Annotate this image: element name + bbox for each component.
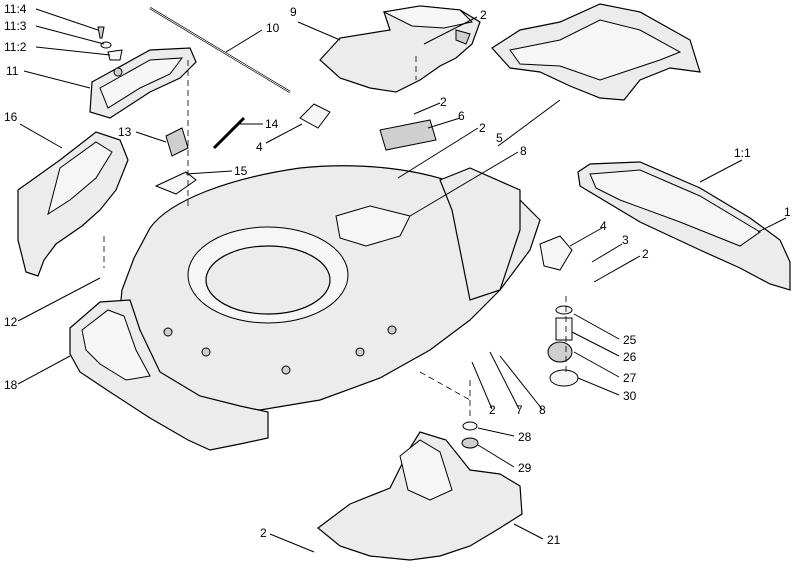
part-28-washer [462, 421, 478, 431]
callout-5: 5 [496, 131, 503, 145]
part-11-2-clip [107, 49, 123, 61]
part-18-bumper [69, 299, 269, 451]
part-15-bracket [154, 171, 197, 195]
part-26-shaft [555, 317, 573, 341]
part-27-gear [547, 341, 573, 363]
part-10-rod [149, 7, 291, 93]
part-14-pin [212, 116, 246, 150]
callout-2-top: 2 [480, 8, 487, 22]
callout-16: 16 [4, 110, 18, 124]
part-11-3-washer [100, 41, 112, 49]
callout-8-upper: 8 [520, 144, 527, 158]
callout-26: 26 [623, 350, 637, 364]
assembly-lines [103, 56, 567, 420]
callout-14: 14 [265, 117, 279, 131]
callout-28: 28 [518, 430, 532, 444]
callout-10: 10 [266, 21, 280, 35]
callout-3: 3 [622, 233, 629, 247]
part-4-bushing-left [299, 103, 331, 129]
callout-29: 29 [518, 461, 532, 475]
callout-15: 15 [234, 164, 248, 178]
callout-2-lower: 2 [489, 403, 496, 417]
callout-1-1: 1:1 [734, 146, 751, 160]
callout-6: 6 [458, 109, 465, 123]
callout-25: 25 [623, 333, 637, 347]
part-11-cover [89, 47, 197, 119]
callout-1: 1 [784, 205, 791, 219]
part-25-washer [555, 305, 573, 315]
callout-4-right: 4 [600, 219, 607, 233]
callout-18: 18 [4, 378, 18, 392]
callout-2-mid2: 2 [479, 121, 486, 135]
callout-30: 30 [623, 389, 637, 403]
part-5-chute [491, 3, 701, 101]
callout-8-lower: 8 [539, 403, 546, 417]
part-1-door [577, 161, 791, 291]
callout-11-3: 11:3 [4, 19, 27, 33]
part-13-spring [165, 127, 189, 157]
callout-9: 9 [290, 5, 297, 19]
part-21-frame [317, 431, 523, 561]
part-29-nut [461, 437, 479, 449]
callouts: 11:4 11:3 11:2 11 10 9 2 16 13 14 4 15 2… [4, 2, 791, 547]
part-6-spring [379, 119, 437, 151]
callout-27: 27 [623, 371, 637, 385]
callout-21: 21 [547, 533, 561, 547]
callout-11-4: 11:4 [4, 2, 27, 16]
part-11-4-screw [97, 26, 105, 39]
part-4-bushing-right [539, 235, 573, 271]
part-30-cap [549, 369, 579, 387]
part-16-cover [17, 131, 129, 277]
callout-2-right: 2 [642, 247, 649, 261]
part-9-shield [319, 5, 481, 93]
callout-13: 13 [118, 125, 132, 139]
callout-4-left: 4 [256, 140, 263, 154]
callout-7: 7 [516, 403, 523, 417]
callout-2-mid: 2 [440, 95, 447, 109]
callout-12: 12 [4, 315, 18, 329]
leader-lines [17, 8, 787, 553]
callout-2-bottom: 2 [260, 526, 267, 540]
callout-11: 11 [6, 64, 19, 78]
deck [117, 165, 541, 411]
callout-11-2: 11:2 [4, 40, 27, 54]
